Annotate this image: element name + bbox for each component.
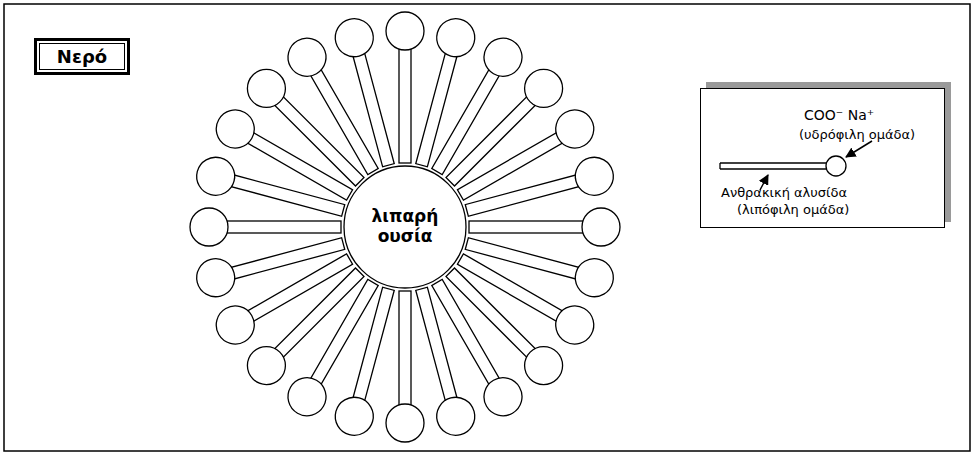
chain-symbol-bottom (720, 168, 826, 169)
legend-text: (λιπόφιλη ομάδα) (737, 202, 849, 217)
legend-text: COO⁻ Na⁺ (804, 107, 874, 123)
hydrophilic-head (517, 62, 571, 116)
legend-text: (υδρόφιλη ομάδα) (799, 127, 915, 142)
soap-molecule (386, 291, 424, 442)
soap-molecule (462, 225, 618, 301)
head-symbol (826, 156, 846, 176)
hydrophilic-head (432, 393, 479, 440)
hydrophilic-head (386, 12, 424, 50)
soap-molecule (190, 208, 341, 246)
micelle-drawing (190, 12, 620, 442)
carbon-chain (465, 175, 578, 216)
chain-symbol-top (720, 162, 826, 163)
hydrophilic-head (192, 254, 239, 301)
carbon-chain (399, 291, 411, 405)
outer-frame (4, 4, 970, 451)
hydrophilic-head (281, 371, 333, 423)
hydrophilic-head (549, 103, 601, 155)
hydrophilic-head (517, 339, 571, 393)
hydrophilic-head (549, 299, 601, 351)
label-box: Νερό (34, 38, 130, 75)
carbon-chain (227, 221, 341, 233)
chain-symbol-end (719, 163, 720, 169)
soap-molecule (331, 14, 407, 170)
hydrophilic-head (386, 404, 424, 442)
carbon-chain (399, 49, 411, 163)
hydrophilic-head (192, 153, 239, 200)
hydrophilic-head (240, 62, 294, 116)
medium-label: Νερό (57, 46, 107, 67)
droplet-label: λιπαρή ουσία (355, 207, 455, 246)
leader-arrow (846, 141, 872, 157)
hydrophilic-head (571, 254, 618, 301)
hydrophilic-head (331, 14, 378, 61)
carbon-chain (232, 238, 345, 279)
leader-arrow (760, 175, 768, 190)
hydrophilic-head (209, 299, 261, 351)
hydrophilic-head (240, 339, 294, 393)
hydrophilic-head (582, 208, 620, 246)
soap-molecule (386, 12, 424, 163)
hydrophilic-head (281, 31, 333, 83)
hydrophilic-head (209, 103, 261, 155)
soap-molecule (192, 153, 348, 229)
legend-text: Ανθρακική αλυσίδα (721, 185, 847, 200)
hydrophilic-head (477, 31, 529, 83)
hydrophilic-head (571, 153, 618, 200)
carbon-chain (353, 54, 394, 167)
hydrophilic-head (331, 393, 378, 440)
oil-droplet: λιπαρή ουσία (343, 165, 467, 289)
hydrophilic-head (432, 14, 479, 61)
hydrophilic-head (190, 208, 228, 246)
soap-molecule (403, 14, 479, 170)
soap-molecule (331, 284, 407, 440)
carbon-chain (416, 287, 457, 400)
hydrophilic-head (477, 371, 529, 423)
legend-inset: COO⁻ Na⁺ (υδρόφιλη ομάδα) Ανθρακική αλυσίδ… (700, 88, 945, 228)
carbon-chain (469, 221, 583, 233)
soap-molecule (469, 208, 620, 246)
